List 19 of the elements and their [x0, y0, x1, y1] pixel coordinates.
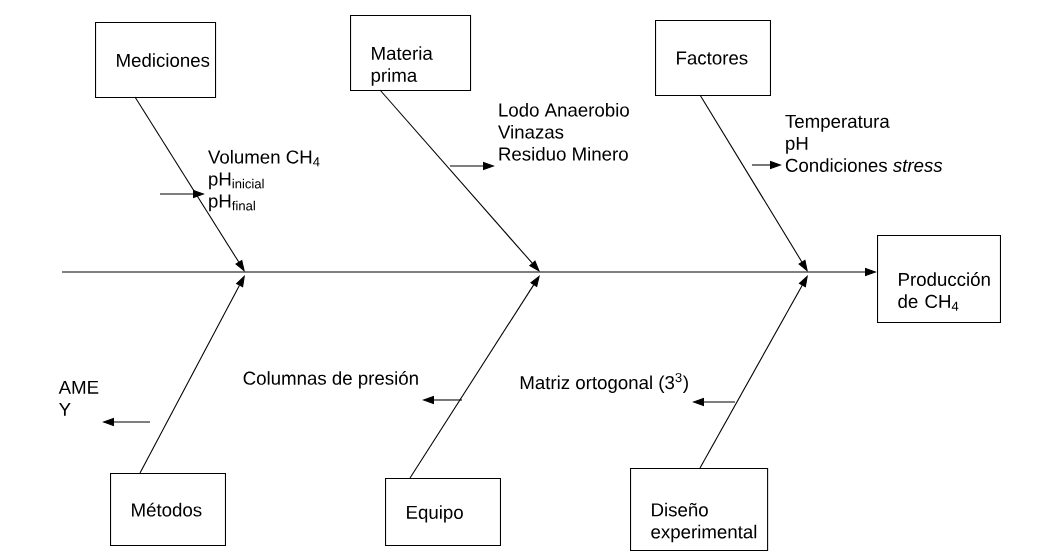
cause-list: AME Y — [58, 380, 99, 416]
cause-box: Equipo — [385, 478, 501, 546]
bone-arrow — [409, 275, 540, 479]
cause-list: Columnas de presión — [243, 370, 418, 389]
bone-arrow — [699, 275, 808, 469]
cause-box: Diseño experimental — [630, 468, 769, 552]
cause-box: Factores — [655, 20, 771, 96]
cause-box: Métodos — [110, 473, 226, 547]
cause-box: Materia prima — [350, 15, 472, 91]
bone-arrow — [379, 89, 540, 272]
bone-arrow — [134, 96, 245, 272]
bone-arrow — [699, 94, 808, 272]
cause-box: Producción de CH$_{4}$ — [877, 235, 1001, 323]
cause-list: Temperatura pH Condiciones stress — [785, 114, 943, 172]
cause-list: Volumen CH$_{4}$ pH$_{inicial}$ pH$_{final}$ — [208, 149, 320, 212]
cause-list: Lodo Anaerobio Vinazas Residuo Minero — [498, 102, 629, 161]
cause-list: Matriz ortogonal (3$^{3}$) — [520, 372, 688, 393]
cause-box: Mediciones — [95, 22, 217, 98]
bone-arrow — [139, 275, 245, 474]
